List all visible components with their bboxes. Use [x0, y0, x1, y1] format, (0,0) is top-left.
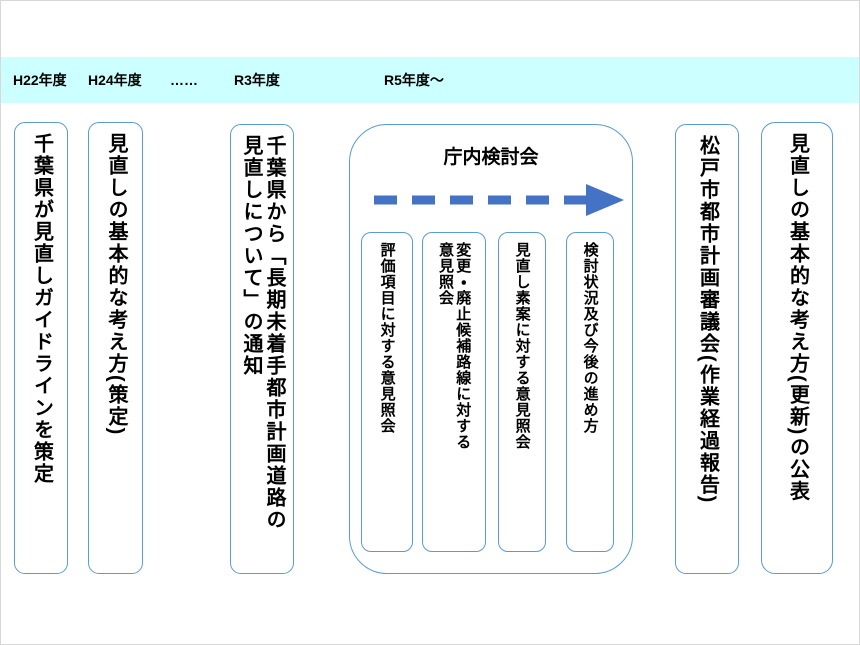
box-chiba-notice-line1: 千葉県から「長期未着手都市計画道路の: [263, 135, 285, 531]
box-chiba-notice-line2: 見直しについて」の通知: [240, 135, 262, 377]
box-chiba-guideline: 千葉県が見直しガイドラインを策定: [14, 122, 68, 574]
box-city-council-text: 松戸市都市計画審議会(作業経過報告): [696, 135, 719, 505]
year-label-r3: R3年度: [234, 72, 280, 88]
box-chiba-guideline-text: 千葉県が見直しガイドラインを策定: [30, 133, 53, 485]
step-evaluation-items-text: 評価項目に対する意見照会: [378, 242, 396, 434]
step-draft-review-text: 見直し素案に対する意見照会: [513, 242, 531, 450]
year-label-r5: R5年度〜: [384, 72, 444, 88]
step-candidate-routes-line2: 意見照会: [437, 242, 454, 306]
step-draft-review: 見直し素案に対する意見照会: [498, 232, 546, 552]
step-progress-plan: 検討状況及び今後の進め方: [566, 232, 614, 552]
box-chiba-notice: 千葉県から「長期未着手都市計画道路の 見直しについて」の通知: [230, 124, 294, 574]
dashed-arrow-icon: [374, 184, 624, 216]
box-policy-update: 見直しの基本的な考え方(更新)の公表: [761, 122, 833, 574]
year-label-dots: ……: [170, 72, 198, 88]
box-city-council: 松戸市都市計画審議会(作業経過報告): [675, 124, 739, 574]
step-progress-plan-text: 検討状況及び今後の進め方: [581, 242, 599, 434]
box-policy-update-text: 見直しの基本的な考え方(更新)の公表: [786, 133, 809, 503]
year-label-h24: H24年度: [88, 72, 142, 88]
study-group-title: 庁内検討会: [443, 147, 539, 168]
timeline-band: H22年度 H24年度 …… R3年度 R5年度〜: [1, 57, 859, 103]
step-candidate-routes-line1: 変更・廃止候補路線に対する: [454, 242, 472, 450]
step-evaluation-items: 評価項目に対する意見照会: [361, 232, 413, 552]
box-basic-policy: 見直しの基本的な考え方(策定): [88, 122, 143, 574]
box-basic-policy-text: 見直しの基本的な考え方(策定): [105, 133, 127, 437]
year-label-h22: H22年度: [13, 72, 67, 88]
step-candidate-routes: 変更・廃止候補路線に対する 意見照会: [422, 232, 486, 552]
